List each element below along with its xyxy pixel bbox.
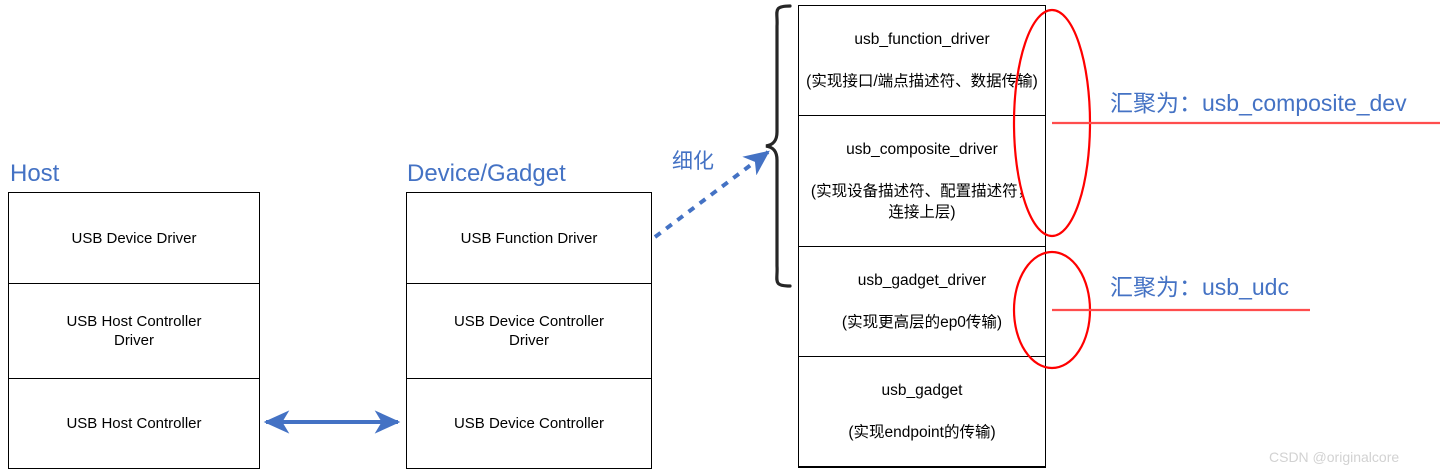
device-column-heading: Device/Gadget xyxy=(407,160,566,187)
watermark-text: CSDN @originalcore xyxy=(1269,449,1400,465)
host-row-usb-device-driver[interactable]: USB Device Driver xyxy=(9,193,259,284)
host-row-usb-host-controller-driver[interactable]: USB Host Controller Driver xyxy=(9,284,259,379)
detail-row-usb-function-driver[interactable]: usb_function_driver (实现接口/端点描述符、数据传输) xyxy=(799,6,1045,116)
detail-row-subtitle: (实现接口/端点描述符、数据传输) xyxy=(806,73,1038,90)
host-row-label: USB Host Controller xyxy=(66,415,202,432)
device-row-usb-function-driver[interactable]: USB Function Driver xyxy=(407,193,651,284)
host-row-label: USB Host Controller Driver xyxy=(66,313,202,349)
detail-row-usb-device-controller[interactable]: USB Device Controller xyxy=(799,467,1045,474)
detail-row-usb-gadget-driver[interactable]: usb_gadget_driver (实现更高层的ep0传输) xyxy=(799,247,1045,357)
detail-row-text: USB Device Controller xyxy=(847,469,997,474)
annotation-usb-udc: 汇聚为：usb_udc xyxy=(1110,274,1289,300)
detail-row-text: usb_composite_driver (实现设备描述符、配置描述符，连接上层… xyxy=(805,118,1039,244)
annotation-usb-composite-dev: 汇聚为：usb_composite_dev xyxy=(1110,90,1407,116)
host-layer-stack: USB Device Driver USB Host Controller Dr… xyxy=(8,192,260,469)
detail-row-title: usb_composite_driver xyxy=(846,141,998,158)
detail-row-usb-composite-driver[interactable]: usb_composite_driver (实现设备描述符、配置描述符，连接上层… xyxy=(799,116,1045,247)
device-row-usb-device-controller[interactable]: USB Device Controller xyxy=(407,379,651,468)
detail-row-usb-gadget[interactable]: usb_gadget (实现endpoint的传输) xyxy=(799,357,1045,467)
detail-row-subtitle: (实现更高层的ep0传输) xyxy=(841,314,1003,331)
device-row-label: USB Device Controller xyxy=(453,415,605,432)
detail-row-text: usb_gadget_driver (实现更高层的ep0传输) xyxy=(842,249,1002,354)
refine-label: 细化 xyxy=(672,150,714,173)
device-row-label: USB Device Controller Driver xyxy=(453,313,605,349)
host-row-label: USB Device Driver xyxy=(71,229,197,247)
device-row-usb-device-controller-driver[interactable]: USB Device Controller Driver xyxy=(407,284,651,379)
device-row-label: USB Function Driver xyxy=(460,229,598,247)
grouping-brace xyxy=(765,4,792,288)
detail-row-title: usb_function_driver xyxy=(854,31,990,48)
host-column-heading: Host xyxy=(10,160,60,187)
detail-row-subtitle: (实现设备描述符、配置描述符，连接上层) xyxy=(810,183,1034,221)
detail-row-text: usb_gadget (实现endpoint的传输) xyxy=(848,359,995,464)
detail-row-subtitle: (实现endpoint的传输) xyxy=(848,424,996,441)
device-layer-stack: USB Function Driver USB Device Controlle… xyxy=(406,192,652,469)
host-row-usb-host-controller[interactable]: USB Host Controller xyxy=(9,379,259,468)
detail-row-title: usb_gadget_driver xyxy=(857,272,987,289)
detail-row-title: usb_gadget xyxy=(881,382,963,399)
gadget-detail-stack: usb_function_driver (实现接口/端点描述符、数据传输) us… xyxy=(798,5,1046,468)
detail-row-text: usb_function_driver (实现接口/端点描述符、数据传输) xyxy=(806,8,1038,113)
